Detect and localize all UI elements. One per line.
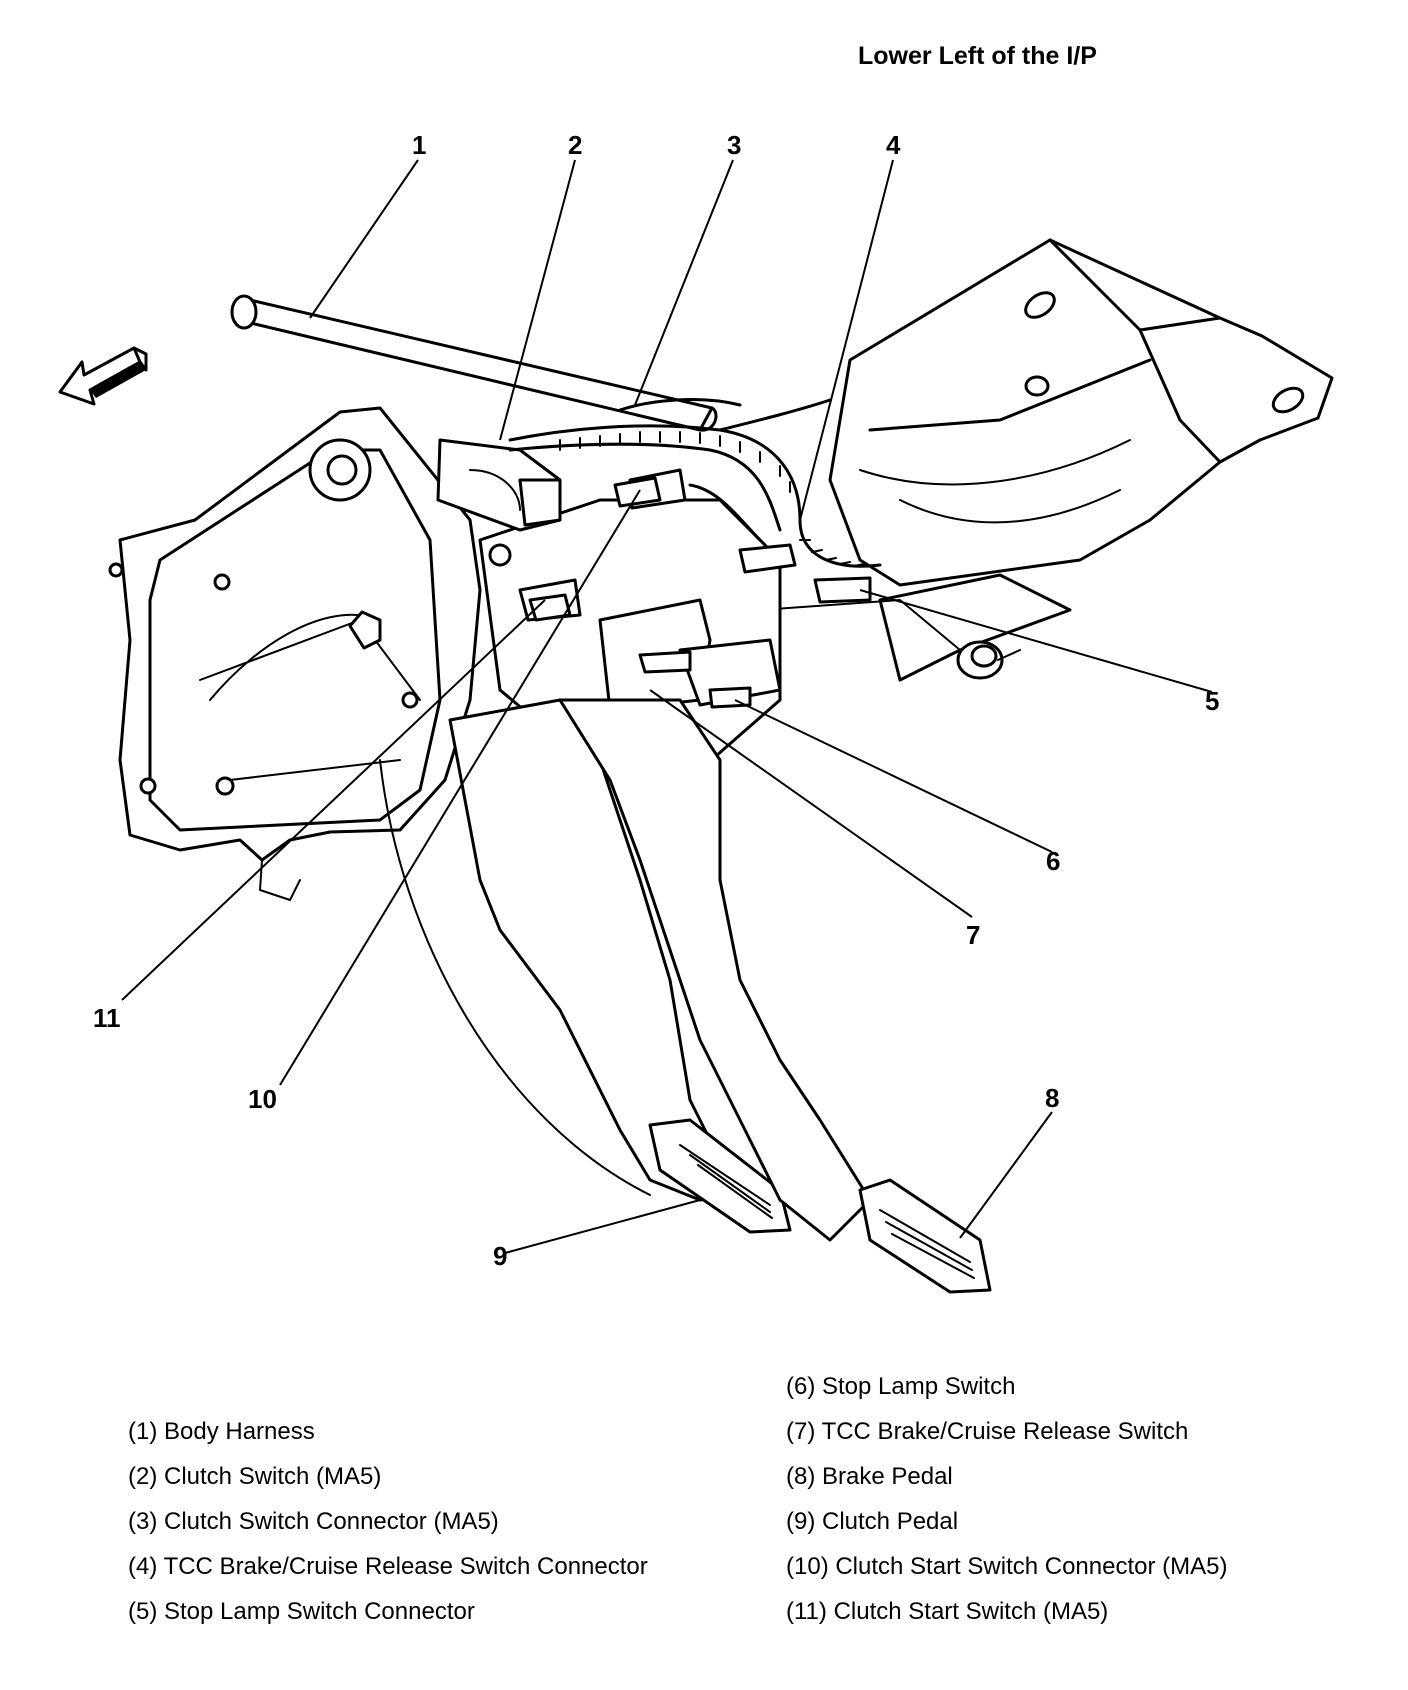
callout-8: 8 bbox=[1045, 1083, 1060, 1113]
legend-item-8: (8) Brake Pedal bbox=[786, 1463, 953, 1490]
callout-4: 4 bbox=[886, 130, 901, 160]
callout-11: 11 bbox=[93, 1003, 121, 1033]
callout-2: 2 bbox=[568, 130, 583, 160]
legend-item-5: (5) Stop Lamp Switch Connector bbox=[128, 1598, 475, 1625]
callout-9: 9 bbox=[493, 1241, 508, 1271]
legend-item-9: (9) Clutch Pedal bbox=[786, 1508, 959, 1535]
legend-item-10: (10) Clutch Start Switch Connector (MA5) bbox=[786, 1553, 1228, 1580]
legend-item-4: (4) TCC Brake/Cruise Release Switch Conn… bbox=[128, 1553, 648, 1580]
wire-harness-part bbox=[508, 398, 882, 568]
diagram-title: Lower Left of the I/P bbox=[858, 42, 1097, 70]
clutch-start-switch-part bbox=[528, 476, 662, 622]
legend-item-3: (3) Clutch Switch Connector (MA5) bbox=[128, 1508, 499, 1535]
legend-item-7: (7) TCC Brake/Cruise Release Switch bbox=[786, 1418, 1189, 1445]
mounting-bolt-part bbox=[956, 640, 1021, 680]
front-direction-arrow-icon bbox=[58, 346, 148, 406]
legend-item-11: (11) Clutch Start Switch (MA5) bbox=[786, 1598, 1109, 1625]
callout-10: 10 bbox=[248, 1084, 277, 1114]
legend-item-1: (1) Body Harness bbox=[128, 1418, 315, 1445]
legend-item-2: (2) Clutch Switch (MA5) bbox=[128, 1463, 382, 1490]
callout-3: 3 bbox=[727, 130, 742, 160]
clutch-pedal-part bbox=[379, 698, 792, 1234]
callout-5: 5 bbox=[1205, 686, 1220, 716]
upper-bracket-part bbox=[759, 238, 1334, 682]
callout-1: 1 bbox=[412, 130, 427, 160]
left-bracket-plate-part bbox=[108, 406, 482, 901]
callout-6: 6 bbox=[1046, 846, 1061, 876]
leader-lines bbox=[121, 159, 1213, 1254]
legend-item-6: (6) Stop Lamp Switch bbox=[786, 1373, 1016, 1400]
brake-pedal-part bbox=[558, 698, 992, 1294]
callout-7: 7 bbox=[966, 920, 981, 950]
body-harness-part bbox=[230, 294, 718, 432]
